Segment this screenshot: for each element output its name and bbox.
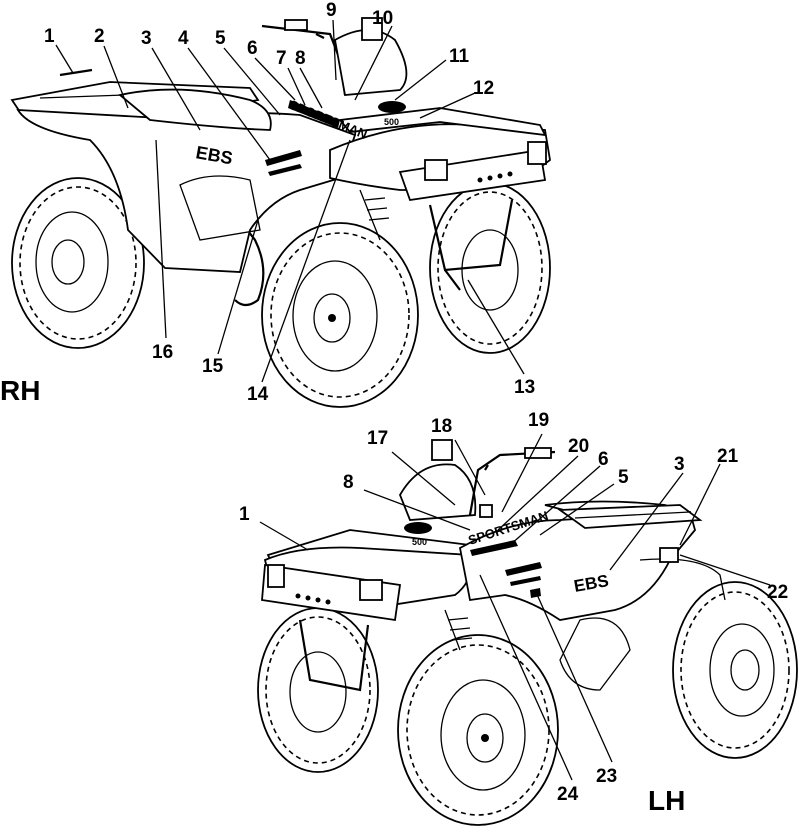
rh-rear-rod xyxy=(59,68,93,77)
lh-callout-1: 1 xyxy=(239,504,250,525)
lh-callout-19: 19 xyxy=(528,410,549,431)
rh-callout-4: 4 xyxy=(178,28,189,49)
lh-callout-18: 18 xyxy=(431,416,452,437)
lh-callout-8: 8 xyxy=(343,472,354,493)
rh-front-wheel xyxy=(261,222,419,408)
rh-callout-9: 9 xyxy=(326,0,337,21)
lh-front-wheel xyxy=(397,634,559,826)
rh-callout-8: 8 xyxy=(295,48,306,69)
rh-callout-6: 6 xyxy=(247,38,258,59)
rh-front-far-wheel xyxy=(429,182,551,354)
rh-callout-11: 11 xyxy=(449,46,470,67)
lh-callout-22: 22 xyxy=(767,582,788,603)
lh-handlebars xyxy=(399,439,556,534)
rh-callout-3: 3 xyxy=(141,28,152,49)
rh-callout-15: 15 xyxy=(202,356,224,377)
rh-atv-illustration: SPORTSMAN EBS 500 xyxy=(10,17,551,408)
rh-callout-1: 1 xyxy=(44,26,55,47)
lh-callout-24: 24 xyxy=(557,784,579,805)
rh-leader-lines xyxy=(55,19,525,383)
lh-leader-lines xyxy=(259,433,771,781)
lh-callout-6: 6 xyxy=(598,449,609,470)
rh-side-label: RH xyxy=(0,375,40,406)
rh-callout-16: 16 xyxy=(152,342,173,363)
lh-callout-23: 23 xyxy=(596,766,617,787)
rh-model-decal: 500 xyxy=(384,117,399,127)
rh-callout-7: 7 xyxy=(276,48,287,69)
rh-callout-13: 13 xyxy=(514,377,535,398)
lh-callout-5: 5 xyxy=(618,467,629,488)
lh-side-label: LH xyxy=(648,785,685,816)
lh-callout-17: 17 xyxy=(367,428,388,449)
lh-callout-3: 3 xyxy=(674,454,685,475)
rh-callouts: 1 2 3 4 5 6 7 8 9 10 11 12 13 14 15 16 xyxy=(44,0,535,405)
lh-rear-wheel xyxy=(672,581,798,759)
rh-callout-2: 2 xyxy=(94,26,105,47)
lh-callout-21: 21 xyxy=(717,446,739,467)
lh-callout-20: 20 xyxy=(568,436,589,457)
rh-callout-12: 12 xyxy=(473,78,494,99)
rh-body xyxy=(10,81,551,291)
lh-body xyxy=(261,500,726,692)
lh-model-decal: 500 xyxy=(412,537,427,547)
lh-front-far-wheel xyxy=(257,607,379,773)
rh-callout-5: 5 xyxy=(215,28,226,49)
rh-rear-wheel xyxy=(11,177,145,349)
lh-atv-illustration: SPORTSMAN EBS 500 xyxy=(257,439,798,826)
rh-callout-14: 14 xyxy=(247,384,269,405)
lh-callouts: 1 3 5 6 8 17 18 19 20 21 22 23 24 xyxy=(239,410,788,805)
rh-callout-10: 10 xyxy=(372,8,393,29)
